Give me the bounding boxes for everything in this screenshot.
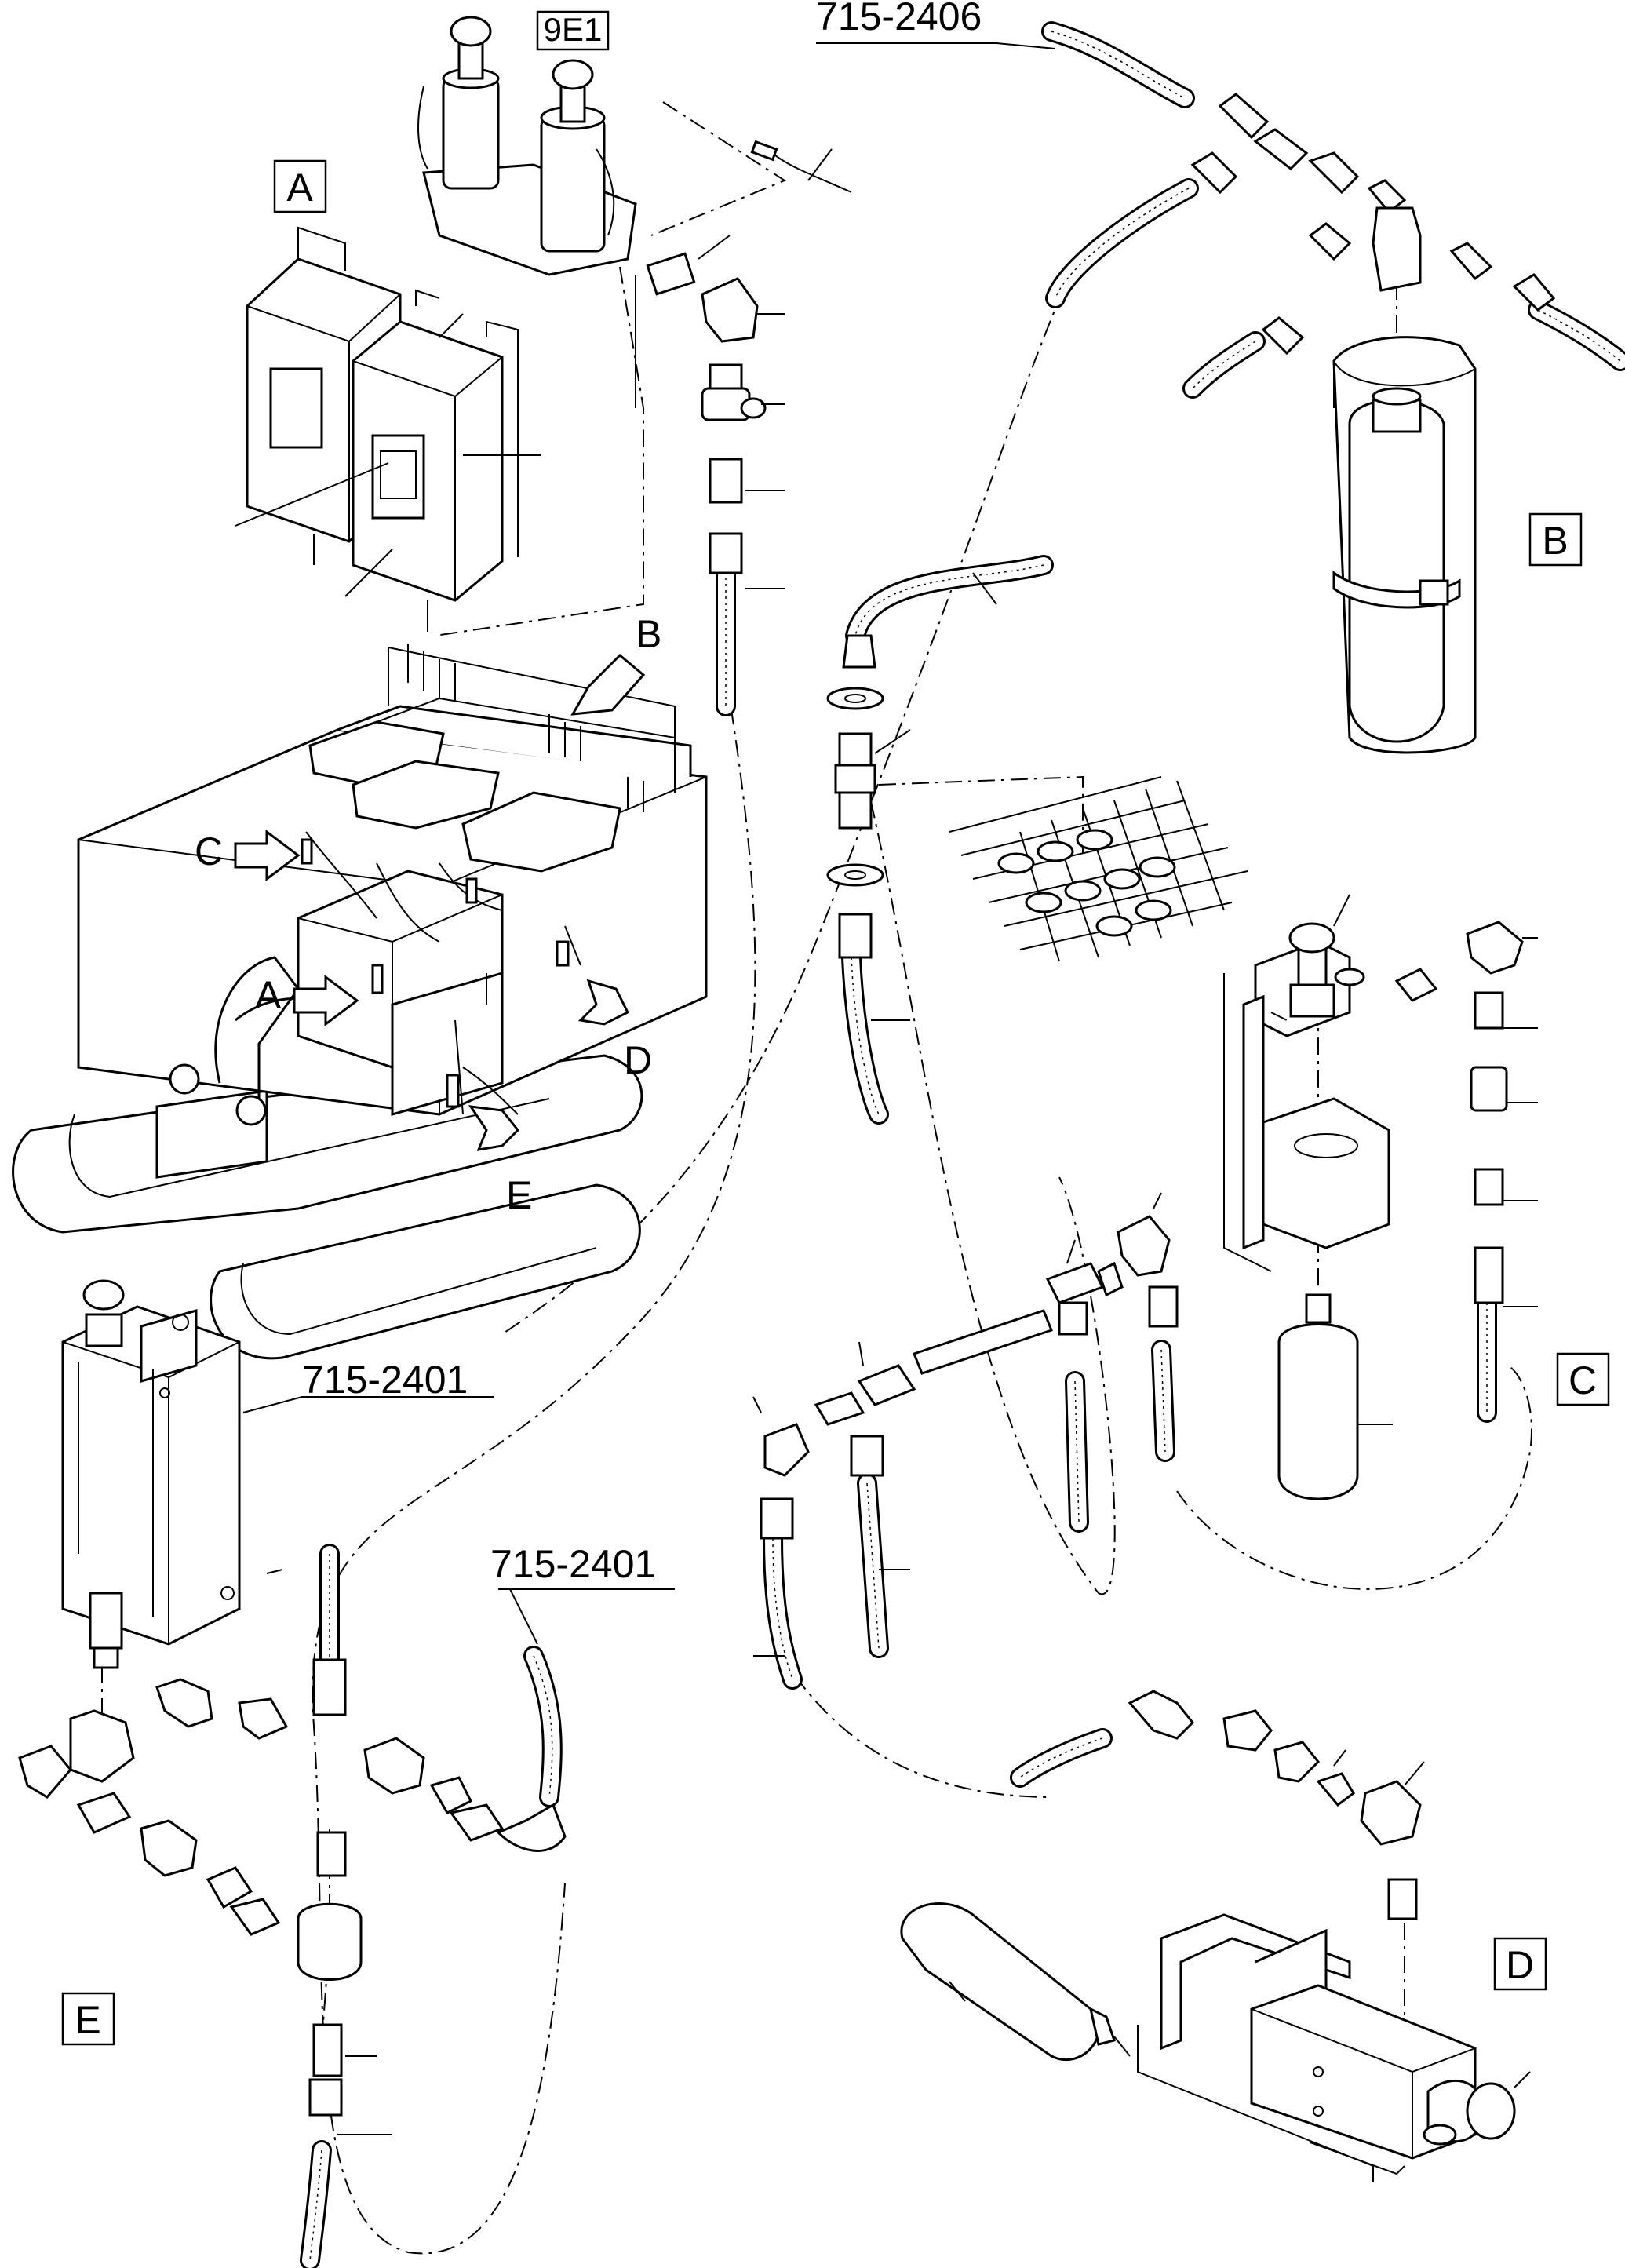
mesh-screen: [949, 776, 1248, 962]
callout-text-c: C: [1569, 1358, 1597, 1402]
hose-top-left-branch: [1045, 178, 1199, 308]
hose-mid-lower: [841, 947, 889, 1125]
pointer-arrow-a: [293, 975, 359, 1026]
reference-label-9e1: 9E1: [536, 10, 610, 51]
reference-text-9e1: 9E1: [544, 11, 603, 48]
hose-e-bottom: [300, 2140, 332, 2268]
detail-e-pipework: [18, 1569, 567, 2135]
part-number-715-2401-hose: 715-2401: [490, 1542, 656, 1586]
hose-top-lower-left: [1182, 331, 1266, 399]
control-box-assembly: [235, 226, 636, 632]
pointer-arrows: [234, 653, 646, 1151]
detail-e-control-box: [61, 1279, 494, 1669]
hose-cluster-c: [857, 1473, 889, 1658]
detail-b-extinguisher: [1190, 93, 1556, 754]
part-number-lower-e: 715-2401: [490, 1542, 675, 1645]
part-number-715-2406: 715-2406: [816, 0, 982, 38]
washer-fitting-stack: [826, 572, 997, 1021]
hose-cluster-b: [1151, 1340, 1175, 1462]
pointer-arrow-b: [570, 653, 646, 716]
callout-text-a: A: [286, 166, 313, 210]
part-number-715-2401-box: 715-2401: [302, 1358, 468, 1402]
hose-d-branch: [1010, 1728, 1113, 1788]
hose-cluster-a: [1065, 1371, 1089, 1533]
tee-fitting-cluster: [752, 1192, 1179, 1657]
hose-cluster-d: [763, 1528, 803, 1690]
callout-box-e: [61, 1992, 115, 2046]
actuator-fittings: [646, 235, 785, 589]
callout-box-b: [1528, 512, 1583, 567]
hose-top-right: [1528, 300, 1625, 371]
callout-text-e: E: [75, 1998, 100, 2042]
pointer-label-b: B: [636, 612, 661, 656]
pointer-arrow-d: [577, 979, 630, 1026]
hose-top-main: [1041, 21, 1195, 108]
detail-d-assembly: [900, 1690, 1531, 2182]
detail-c-assembly: [1223, 894, 1538, 1500]
callout-box-c: [1556, 1352, 1610, 1406]
flow-line-mid: [1270, 1012, 1288, 1021]
hoses: [300, 21, 1625, 2268]
part-number-top: 715-2406: [816, 0, 1056, 49]
pointer-label-c: C: [195, 830, 223, 873]
hose-mid-elbow: [845, 555, 1054, 646]
callout-box-a: [273, 159, 327, 213]
pointer-label-d: D: [624, 1038, 652, 1082]
actuator-bracket-assembly: [417, 16, 852, 276]
excavator-machine: [12, 644, 708, 1360]
callout-text-b: B: [1542, 519, 1568, 563]
pointer-label-a: A: [255, 973, 282, 1017]
pointer-arrow-c: [234, 830, 301, 881]
callout-text-d: D: [1506, 1943, 1534, 1987]
pointer-arrow-e: [468, 1105, 520, 1151]
hose-e-right: [523, 1646, 563, 1807]
pointer-label-e: E: [506, 1173, 532, 1217]
callout-box-d: [1493, 1937, 1547, 1991]
